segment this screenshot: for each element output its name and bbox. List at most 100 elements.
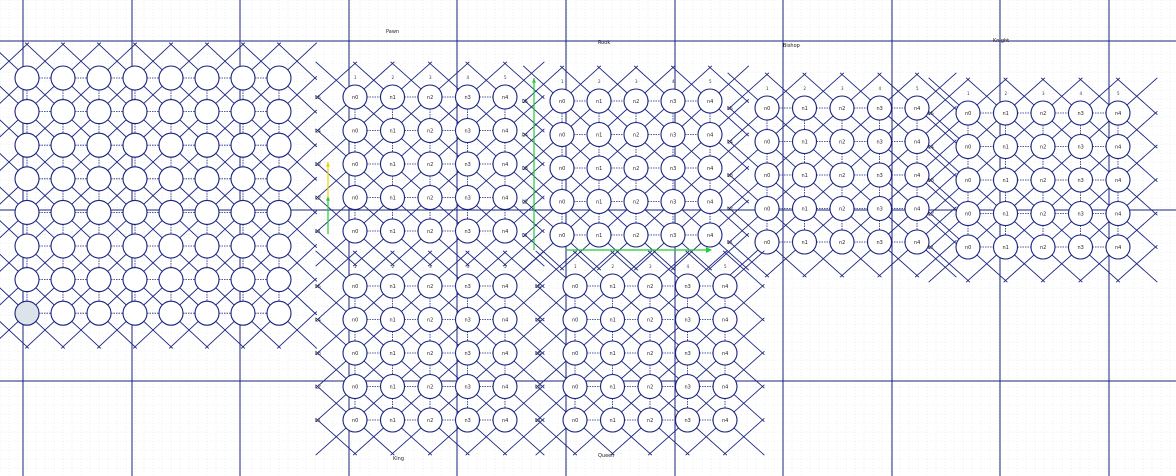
node[interactable] [417, 340, 443, 366]
node[interactable] [549, 222, 575, 248]
node[interactable] [754, 162, 780, 188]
node[interactable] [866, 162, 893, 188]
node[interactable] [1067, 100, 1094, 126]
node[interactable] [829, 195, 855, 222]
node[interactable] [1030, 234, 1056, 260]
node[interactable] [454, 151, 481, 177]
node[interactable] [492, 306, 518, 333]
node[interactable] [866, 195, 893, 222]
node[interactable] [379, 407, 406, 433]
node[interactable] [562, 306, 588, 333]
node[interactable] [866, 128, 893, 155]
node[interactable] [754, 95, 780, 121]
node[interactable] [1067, 234, 1094, 260]
node[interactable] [122, 199, 148, 225]
node[interactable] [562, 340, 588, 366]
node[interactable] [230, 65, 256, 91]
node[interactable] [562, 407, 588, 433]
node[interactable] [562, 273, 588, 299]
node[interactable] [417, 184, 443, 211]
node[interactable] [586, 188, 612, 215]
node[interactable] [417, 151, 443, 177]
node[interactable] [342, 373, 368, 400]
node[interactable] [86, 199, 112, 225]
node[interactable] [992, 200, 1019, 227]
node[interactable] [50, 99, 76, 125]
node[interactable] [14, 199, 40, 225]
node[interactable] [492, 151, 518, 177]
node[interactable] [637, 273, 663, 299]
node[interactable] [122, 65, 148, 91]
node[interactable] [230, 99, 256, 125]
node[interactable] [599, 407, 626, 433]
node[interactable] [586, 222, 612, 248]
node[interactable] [379, 306, 406, 333]
node[interactable] [14, 99, 40, 125]
node[interactable] [342, 117, 368, 144]
node[interactable] [829, 162, 855, 188]
main-board[interactable] [0, 42, 318, 349]
node[interactable] [791, 162, 818, 188]
node[interactable] [904, 229, 930, 255]
node[interactable] [712, 373, 738, 400]
node[interactable] [86, 132, 112, 158]
node[interactable] [1105, 167, 1131, 193]
node[interactable] [623, 155, 649, 181]
node[interactable] [492, 117, 518, 144]
node[interactable] [904, 128, 930, 155]
node[interactable] [379, 84, 406, 110]
node[interactable] [1067, 200, 1094, 227]
node[interactable] [158, 199, 184, 225]
node[interactable] [122, 267, 148, 293]
node[interactable] [660, 121, 686, 148]
node[interactable] [14, 166, 40, 192]
node[interactable] [417, 117, 443, 144]
node[interactable] [454, 306, 481, 333]
node[interactable] [712, 407, 738, 433]
node[interactable] [342, 184, 368, 211]
node[interactable] [194, 166, 220, 192]
node[interactable] [623, 222, 649, 248]
node[interactable] [1030, 100, 1056, 126]
node[interactable] [158, 132, 184, 158]
node[interactable] [712, 273, 738, 299]
node[interactable] [50, 300, 76, 326]
node[interactable] [1030, 200, 1056, 227]
node[interactable] [955, 133, 981, 160]
node[interactable] [194, 267, 220, 293]
node[interactable] [230, 300, 256, 326]
node[interactable] [266, 132, 292, 158]
node[interactable] [417, 407, 443, 433]
node[interactable] [379, 117, 406, 144]
node[interactable] [194, 132, 220, 158]
node[interactable] [492, 273, 518, 299]
node[interactable] [158, 233, 184, 259]
node[interactable] [955, 100, 981, 126]
node[interactable] [1030, 133, 1056, 160]
node[interactable] [660, 155, 686, 181]
node[interactable] [266, 300, 292, 326]
node[interactable] [955, 167, 981, 193]
node[interactable] [992, 100, 1019, 126]
node[interactable] [637, 373, 663, 400]
node[interactable] [754, 128, 780, 155]
node[interactable] [230, 267, 256, 293]
node[interactable] [623, 88, 649, 114]
node[interactable] [492, 184, 518, 211]
node[interactable] [86, 233, 112, 259]
node[interactable] [158, 99, 184, 125]
node[interactable] [674, 340, 701, 366]
node[interactable] [697, 188, 723, 215]
node[interactable] [992, 133, 1019, 160]
node[interactable] [14, 233, 40, 259]
node[interactable] [1067, 133, 1094, 160]
node[interactable] [86, 267, 112, 293]
node[interactable] [266, 99, 292, 125]
node[interactable] [754, 195, 780, 222]
node[interactable] [637, 340, 663, 366]
node[interactable] [637, 306, 663, 333]
node[interactable] [417, 273, 443, 299]
